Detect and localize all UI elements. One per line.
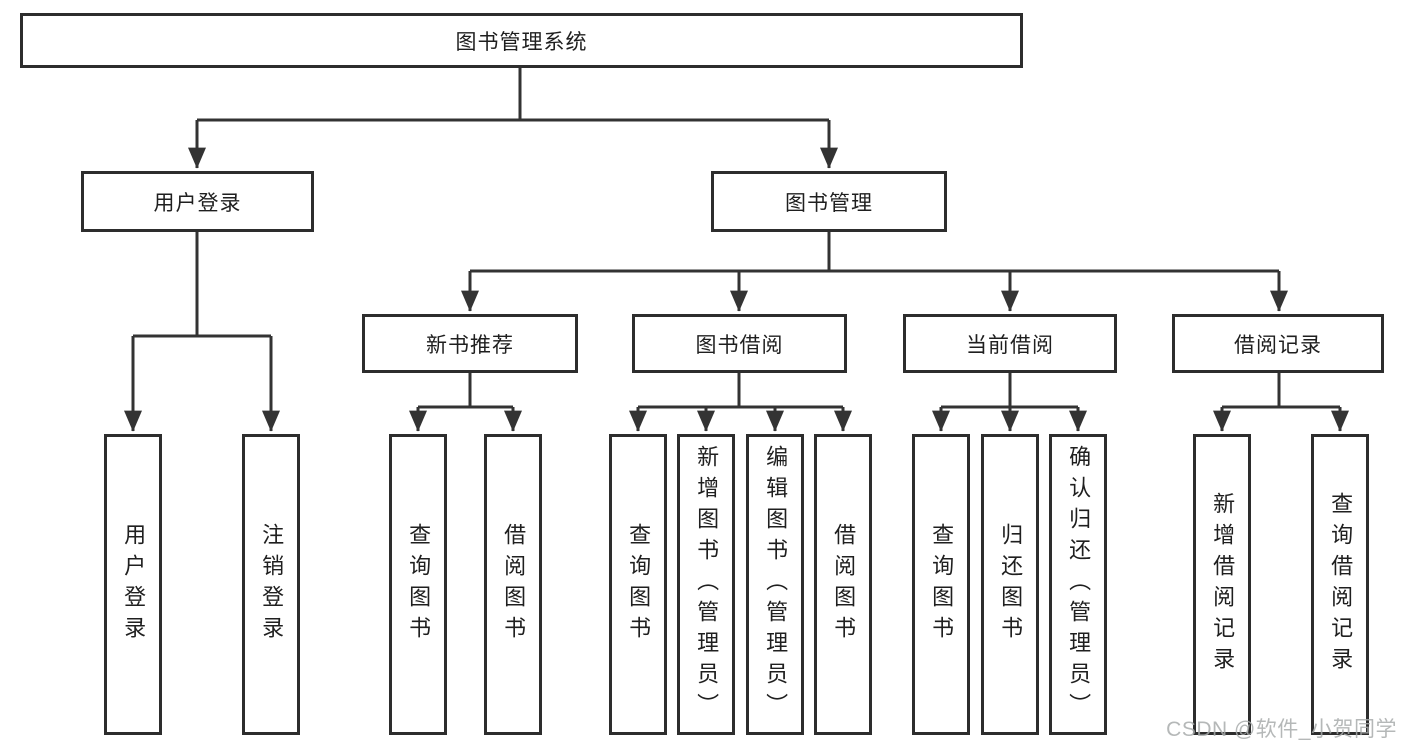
node-new-book-recommend: 新书推荐	[362, 314, 578, 373]
leaf-cb-query-books: 查询图书	[912, 434, 970, 735]
leaf-cb-return-books-label: 归还图书	[998, 522, 1024, 647]
leaf-bb-borrow-books-label: 借阅图书	[831, 522, 857, 647]
leaf-bb-add-book-admin: 新增图书（管理员）	[677, 434, 735, 735]
node-book-management-label: 图书管理	[785, 191, 873, 215]
leaf-cb-confirm-return-admin-label: 确认归还（管理员）	[1066, 445, 1092, 724]
node-current-borrow-label: 当前借阅	[966, 333, 1054, 357]
leaf-bb-borrow-books: 借阅图书	[814, 434, 872, 735]
node-root-label: 图书管理系统	[455, 30, 588, 54]
node-root: 图书管理系统	[20, 13, 1023, 68]
leaf-bb-add-book-admin-label: 新增图书（管理员）	[694, 445, 720, 724]
leaf-bb-query-books: 查询图书	[609, 434, 667, 735]
leaf-br-query-record: 查询借阅记录	[1311, 434, 1369, 735]
node-book-management: 图书管理	[711, 171, 947, 232]
node-user-login-label: 用户登录	[153, 191, 242, 215]
leaf-bb-edit-book-admin-label: 编辑图书（管理员）	[763, 445, 789, 724]
leaf-nbr-borrow-books: 借阅图书	[484, 434, 542, 735]
node-book-borrow: 图书借阅	[632, 314, 847, 373]
leaf-logout: 注销登录	[242, 434, 300, 735]
leaf-logout-label: 注销登录	[259, 522, 285, 647]
node-user-login: 用户登录	[81, 171, 314, 232]
leaf-bb-query-books-label: 查询图书	[626, 522, 652, 647]
leaf-cb-return-books: 归还图书	[981, 434, 1039, 735]
node-current-borrow: 当前借阅	[903, 314, 1117, 373]
leaf-user-login: 用户登录	[104, 434, 162, 735]
leaf-nbr-query-books: 查询图书	[389, 434, 447, 735]
leaf-bb-edit-book-admin: 编辑图书（管理员）	[746, 434, 804, 735]
node-borrow-records-label: 借阅记录	[1234, 333, 1322, 357]
leaf-cb-query-books-label: 查询图书	[929, 522, 955, 647]
leaf-br-add-record: 新增借阅记录	[1193, 434, 1251, 735]
watermark: CSDN @软件_小贺同学	[1166, 718, 1397, 741]
leaf-nbr-borrow-books-label: 借阅图书	[501, 522, 527, 647]
leaf-cb-confirm-return-admin: 确认归还（管理员）	[1049, 434, 1107, 735]
node-book-borrow-label: 图书借阅	[695, 333, 784, 357]
node-new-book-recommend-label: 新书推荐	[426, 333, 514, 357]
leaf-nbr-query-books-label: 查询图书	[406, 522, 432, 647]
leaf-br-query-record-label: 查询借阅记录	[1328, 491, 1354, 678]
leaf-br-add-record-label: 新增借阅记录	[1210, 491, 1236, 678]
leaf-user-login-label: 用户登录	[121, 522, 147, 647]
node-borrow-records: 借阅记录	[1172, 314, 1384, 373]
